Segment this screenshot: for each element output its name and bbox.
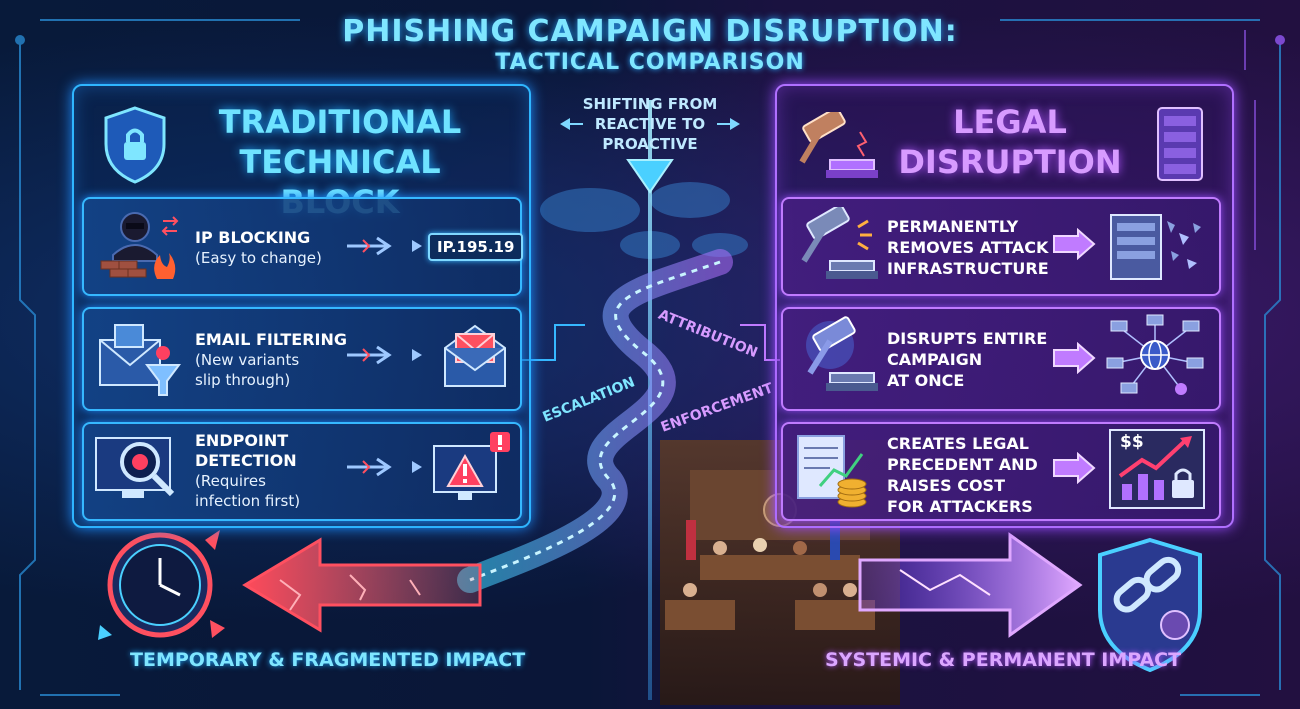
right-header-line2: DISRUPTION [898, 143, 1122, 181]
shift-label-line1: SHIFTING FROM [582, 95, 718, 113]
circuit-frame [15, 19, 1285, 696]
shift-label: SHIFTING FROM REACTIVE TO PROACTIVE [575, 94, 725, 154]
left-card-1-text: IP BLOCKING (Easy to change) [195, 228, 322, 268]
campaign-line-2: CAMPAIGN [887, 350, 983, 369]
endpoint-sub-1: (Requires [195, 472, 266, 490]
email-filtering-sub-2: slip through) [195, 371, 291, 389]
ip-address-label: IP.195.19 [428, 233, 524, 261]
precedent-line-1: CREATES LEGAL [887, 434, 1029, 453]
magnifier-virus-icon [92, 430, 182, 510]
shield-chain-icon-art [1098, 537, 1202, 673]
gavel-icon [790, 204, 880, 282]
hacker-firewall-icon [95, 205, 185, 285]
precedent-line-3: RAISES COST [887, 476, 1005, 495]
arrow-right-icon [345, 234, 405, 258]
right-card-1-text: PERMANENTLY REMOVES ATTACK INFRASTRUCTUR… [887, 216, 1049, 279]
world-map-dots [540, 182, 748, 259]
center-down-arrow [626, 159, 674, 194]
right-card-3-text: CREATES LEGAL PRECEDENT AND RAISES COST … [887, 433, 1038, 517]
envelope-filter-icon [95, 315, 185, 400]
small-arrow-icon [410, 347, 424, 363]
infra-line-1: PERMANENTLY [887, 217, 1019, 236]
document-coins-icon [790, 430, 880, 510]
dollar-signs-label: $$ [1120, 432, 1144, 452]
server-rack-icon [1150, 104, 1210, 184]
endpoint-title-1: ENDPOINT [195, 431, 289, 450]
chevron-right-icon [1052, 451, 1097, 485]
ip-blocking-title: IP BLOCKING [195, 228, 311, 247]
endpoint-sub-2: infection first) [195, 492, 301, 510]
red-broken-arrow [242, 537, 482, 633]
arrow-right-icon [345, 343, 405, 367]
campaign-line-3: AT ONCE [887, 371, 965, 390]
purple-energy-arrow [858, 532, 1083, 638]
infra-line-3: INFRASTRUCTURE [887, 259, 1049, 278]
small-arrow-icon [410, 238, 424, 254]
email-filtering-sub-1: (New variants [195, 351, 300, 369]
monitor-warning-icon [430, 430, 515, 505]
right-impact-label: SYSTEMIC & PERMANENT IMPACT [825, 649, 1182, 671]
left-card-3-text: ENDPOINT DETECTION (Requires infection f… [195, 431, 300, 511]
gavel-glow-icon [790, 315, 880, 395]
rising-chart-lock-icon [1108, 428, 1206, 510]
precedent-line-2: PRECEDENT AND [887, 455, 1038, 474]
endpoint-title-2: DETECTION [195, 451, 297, 470]
gavel-icon [790, 107, 880, 182]
infra-line-2: REMOVES ATTACK [887, 238, 1049, 257]
open-envelope-icon [440, 318, 510, 390]
left-impact-label: TEMPORARY & FRAGMENTED IMPACT [130, 649, 526, 671]
shift-label-line3: PROACTIVE [602, 135, 698, 153]
ip-blocking-sub: (Easy to change) [195, 249, 322, 267]
email-filtering-title: EMAIL FILTERING [195, 330, 348, 349]
shift-label-line2: REACTIVE TO [594, 115, 706, 133]
chevron-right-icon [1052, 341, 1097, 375]
shield-chain-icon [1095, 535, 1210, 675]
shield-lock-icon [100, 104, 180, 184]
small-arrow-icon [410, 459, 424, 475]
page-title: PHISHING CAMPAIGN DISRUPTION: [342, 14, 958, 49]
shattered-server-icon [1105, 203, 1205, 285]
left-card-2-text: EMAIL FILTERING (New variants slip throu… [195, 330, 347, 390]
right-header-line1: LEGAL [953, 103, 1067, 141]
broken-clock-icon [105, 530, 225, 640]
broken-clock-icon-art [98, 530, 225, 640]
right-panel-header: LEGAL DISRUPTION [870, 102, 1150, 182]
page-subtitle: TACTICAL COMPARISON [495, 50, 805, 75]
precedent-line-4: FOR ATTACKERS [887, 497, 1033, 516]
left-header-line1: TRADITIONAL [218, 103, 462, 141]
network-globe-icon [1105, 313, 1205, 398]
arrow-right-icon [345, 455, 405, 479]
right-card-2-text: DISRUPTS ENTIRE CAMPAIGN AT ONCE [887, 328, 1047, 391]
campaign-line-1: DISRUPTS ENTIRE [887, 329, 1048, 348]
chevron-right-icon [1052, 227, 1097, 261]
